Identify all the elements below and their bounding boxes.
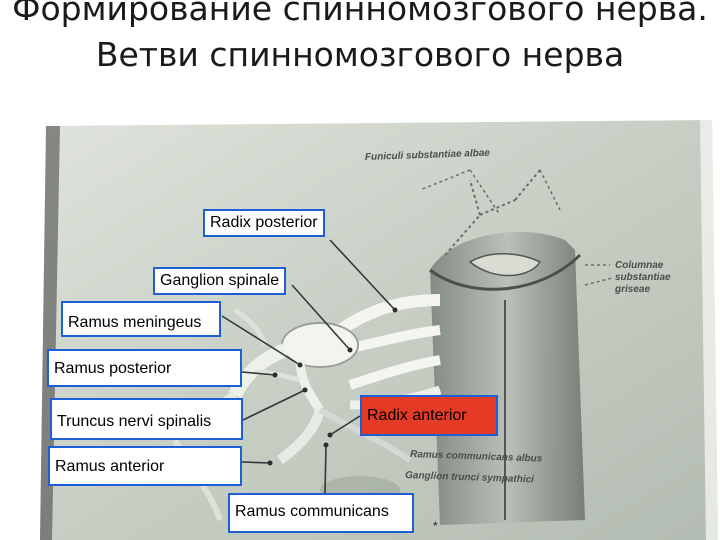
label-ganglion-trunci: Ganglion trunci sympathici [405,470,534,485]
label-funiculi: Funiculi substantiae albae [365,148,491,163]
callout-ganglion-spinale: Ganglion spinale [153,267,287,295]
callout-radix-posterior: Radix posterior [203,209,325,237]
callout-ramus-posterior: Ramus posterior [47,349,242,387]
callout-ramus-communicans: Ramus communicans [228,493,414,533]
slide-title: Формирование спинномозгового нерва. Ветв… [12,0,708,74]
label-columnae: Columnae substantiae griseae [614,260,673,295]
callout-ramus-anterior: Ramus anterior [48,446,242,486]
footnote-mark: * [433,519,438,533]
label-ramus-communicans-albus: Ramus communicans albus [410,449,543,465]
callout-radix-anterior: Radix anterior [360,395,498,436]
callout-truncus-nervi-spinalis: Truncus nervi spinalis [50,398,243,440]
callout-ramus-meningeus: Ramus meningeus [61,301,221,337]
